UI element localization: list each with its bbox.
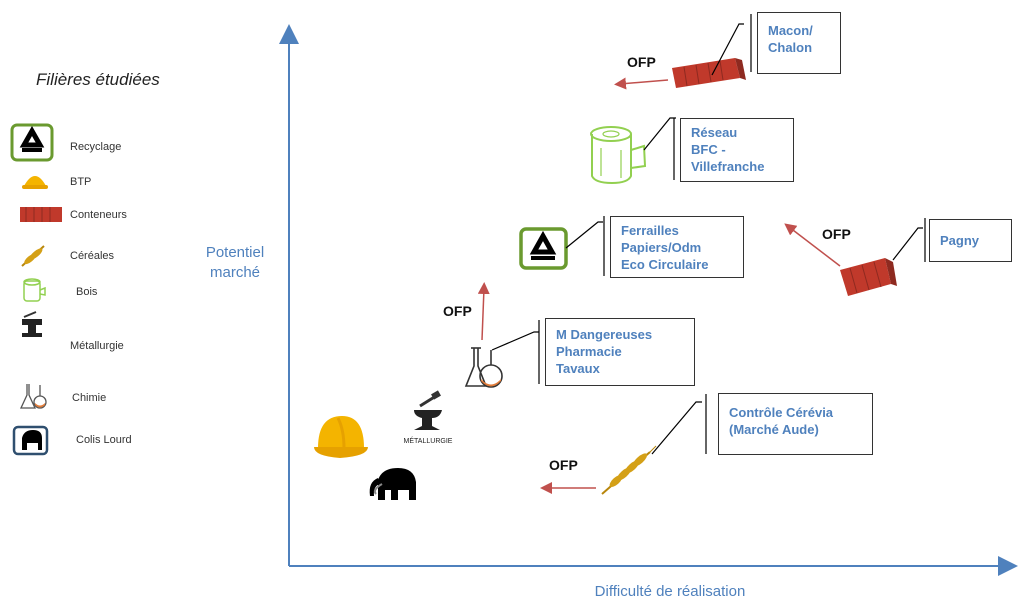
- metallurgie-caption: MÉTALLURGIE: [404, 436, 453, 445]
- ofp-arrow: [477, 282, 490, 341]
- box-pagny: Pagny: [929, 219, 1012, 262]
- legend-wheat-icon: [21, 245, 45, 267]
- callout-line: [491, 331, 539, 351]
- container-icon: [840, 258, 897, 296]
- box-matieres-dangereuses: M Dangereuses Pharmacie Tavaux: [545, 318, 695, 386]
- ofp-arrow: [784, 223, 841, 267]
- legend-label-bois: Bois: [76, 286, 98, 298]
- elephant-icon: [369, 468, 416, 500]
- legend-title: Filières étudiées: [36, 70, 160, 89]
- legend-flask-icon: [19, 384, 47, 409]
- hard-hat-icon: [314, 416, 368, 458]
- legend-hard-hat-icon: [22, 176, 48, 189]
- flask-icon: [464, 347, 503, 388]
- callout-line: [643, 117, 676, 151]
- legend-container-icon: [20, 207, 62, 222]
- box-ferrailles: Ferrailles Papiers/Odm Eco Circulaire: [610, 216, 744, 278]
- callout-line: [565, 221, 603, 249]
- recycle-icon: [519, 227, 568, 270]
- container-icon: [672, 58, 746, 88]
- ofp-arrow: [614, 77, 669, 90]
- legend-log-icon: [23, 278, 46, 302]
- box-reseau-bfc: Réseau BFC - Villefranche: [680, 118, 794, 182]
- ofp-label-pagny: OFP: [822, 226, 851, 242]
- legend-recycle-icon: [10, 123, 54, 162]
- legend-label-chimie: Chimie: [72, 392, 107, 404]
- ofp-label-cereales: OFP: [549, 457, 578, 473]
- callout-line: [651, 401, 702, 455]
- ofp-label-chimie: OFP: [443, 303, 472, 319]
- legend-label-btp: BTP: [70, 176, 92, 188]
- callout-line: [711, 23, 744, 76]
- legend-label-conteneurs: Conteneurs: [70, 209, 127, 221]
- wheat-icon: [601, 445, 657, 495]
- callout-line: [892, 227, 923, 261]
- box-macon-chalon: Macon/ Chalon: [757, 12, 841, 74]
- box-controle-cerevia: Contrôle Cérévia (Marché Aude): [718, 393, 873, 455]
- anvil-icon: [414, 390, 442, 430]
- legend-elephant-icon: [12, 425, 49, 456]
- ofp-label-macon: OFP: [627, 54, 656, 70]
- legend-label-metallurgie: Métallurgie: [70, 340, 124, 352]
- y-axis-label: Potentiel marché: [205, 244, 265, 281]
- x-axis-label: Difficulté de réalisation: [594, 583, 746, 600]
- legend-label-recyclage: Recyclage: [70, 141, 122, 153]
- legend-label-cereales: Céréales: [70, 250, 115, 262]
- legend-anvil-icon: [22, 311, 42, 337]
- legend-label-colis-lourd: Colis Lourd: [76, 434, 132, 446]
- log-icon: [590, 126, 647, 185]
